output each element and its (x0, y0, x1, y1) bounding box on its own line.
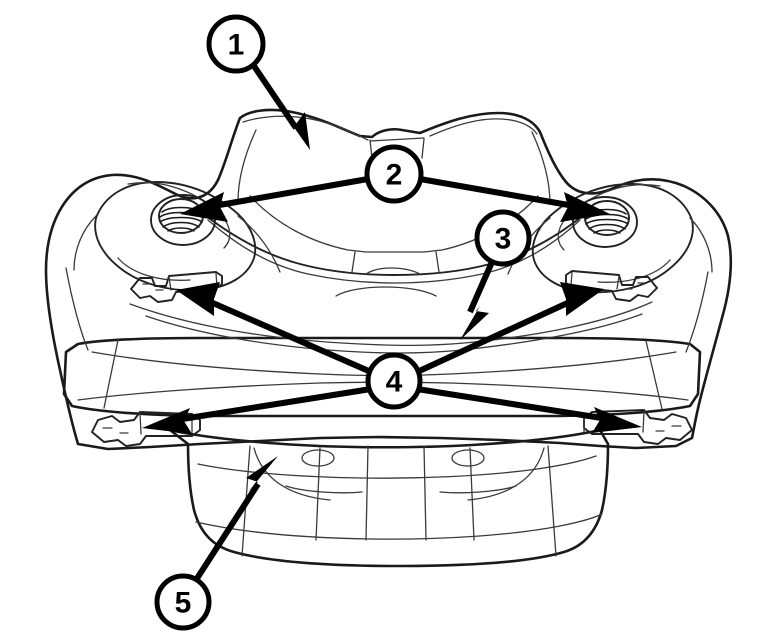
caliper-top-bridge (242, 115, 538, 159)
leader-line-1 (251, 64, 310, 150)
leader-line-5 (193, 456, 278, 582)
left-bolt-thread-hatching (159, 206, 203, 232)
leader-line-4-lower-left (142, 386, 372, 434)
callout-4-label: 4 (386, 366, 403, 399)
callout-4-circle[interactable] (365, 352, 423, 410)
callout-3[interactable]: 3 (474, 209, 532, 267)
leader-line-4-lower-right (416, 386, 642, 433)
caliper-surface-detail (65, 129, 713, 353)
callout-1-circle[interactable] (206, 14, 266, 74)
callout-5[interactable]: 5 (154, 573, 212, 631)
left-caliper-lug (94, 181, 257, 292)
brake-pad-upper-surface (129, 286, 653, 354)
callout-1[interactable]: 1 (206, 14, 266, 74)
callout-2-label: 2 (386, 159, 403, 192)
bracket-left-hole (301, 449, 335, 467)
leader-line-4-upper-right (415, 282, 604, 375)
callout-5-label: 5 (175, 587, 192, 620)
upper-right-pad-retaining-clip (565, 270, 658, 302)
callout-2[interactable]: 2 (364, 144, 424, 204)
caliper-housing-outline (44, 108, 733, 451)
caliper-adapter-bracket (168, 428, 610, 568)
callout-1-label: 1 (228, 29, 245, 62)
leader-line-3 (460, 260, 495, 340)
left-guide-pin-bolt-hole (150, 194, 216, 246)
callout-5-circle[interactable] (154, 573, 212, 631)
leader-line-4-upper-left (176, 282, 373, 375)
callout-3-circle[interactable] (474, 209, 532, 267)
callout-4[interactable]: 4 (365, 352, 423, 410)
callout-3-label: 3 (495, 223, 512, 256)
bracket-right-hole (451, 449, 485, 467)
leader-line-2-right (419, 176, 610, 222)
leader-line-2-left (180, 176, 369, 222)
right-guide-pin-bolt-hole (572, 196, 638, 248)
callout-2-circle[interactable] (364, 144, 424, 204)
caliper-bridge-arch (195, 195, 593, 284)
